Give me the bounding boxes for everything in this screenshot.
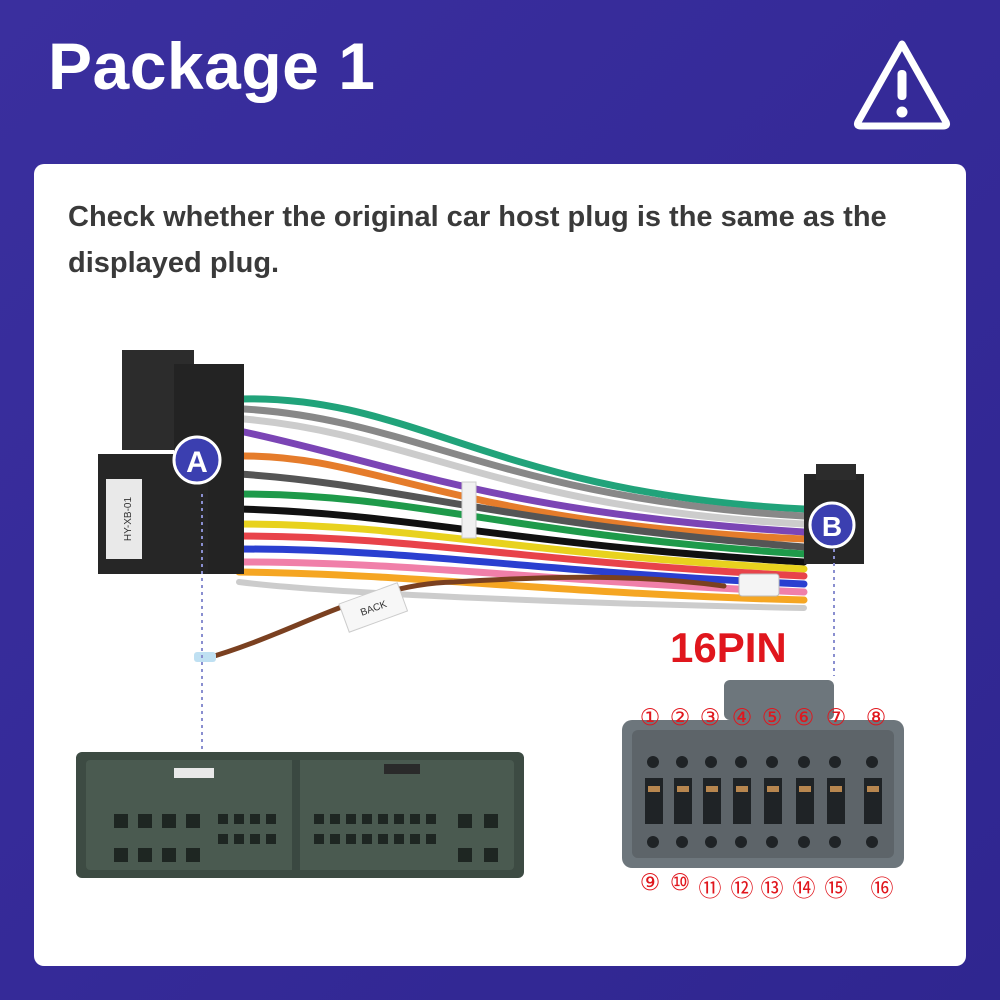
pin-number: ⑯ <box>870 875 894 901</box>
pin-number: ⑨ <box>639 869 661 895</box>
pin-number: ④ <box>731 704 753 730</box>
plug-label-text: HY-XB-01 <box>123 497 134 542</box>
pin-number: ① <box>639 704 661 730</box>
female-plug-photo <box>76 752 524 878</box>
pin-number: ⑫ <box>730 875 754 901</box>
16pin-plug-photo <box>622 680 904 868</box>
pin-number: ② <box>669 704 691 730</box>
instruction-text: Check whether the original car host plug… <box>68 201 887 279</box>
page-title: Package 1 <box>48 29 376 103</box>
connector-a-badge: A <box>186 446 208 479</box>
pin-count-label: 16PIN <box>670 624 787 671</box>
connector-a: HY-XB-01 <box>98 350 244 574</box>
pin-number: ⑪ <box>698 875 722 901</box>
pin-number: ⑩ <box>669 869 691 895</box>
connector-b-badge: B <box>822 511 842 542</box>
warning-triangle-icon <box>853 40 951 130</box>
pin-number: ⑧ <box>865 704 887 730</box>
pin-number: ③ <box>699 704 721 730</box>
wiring-harness-illustration: BACK HY-XB-01 A B <box>76 350 904 878</box>
pin-number: ⑭ <box>792 875 816 901</box>
pin-number: ⑮ <box>824 875 848 901</box>
pin-number: ⑥ <box>793 704 815 730</box>
pin-number: ⑤ <box>761 704 783 730</box>
info-card: Check whether the original car host plug… <box>34 164 966 966</box>
pin-number: ⑬ <box>760 875 784 901</box>
pin-number: ⑦ <box>825 704 847 730</box>
